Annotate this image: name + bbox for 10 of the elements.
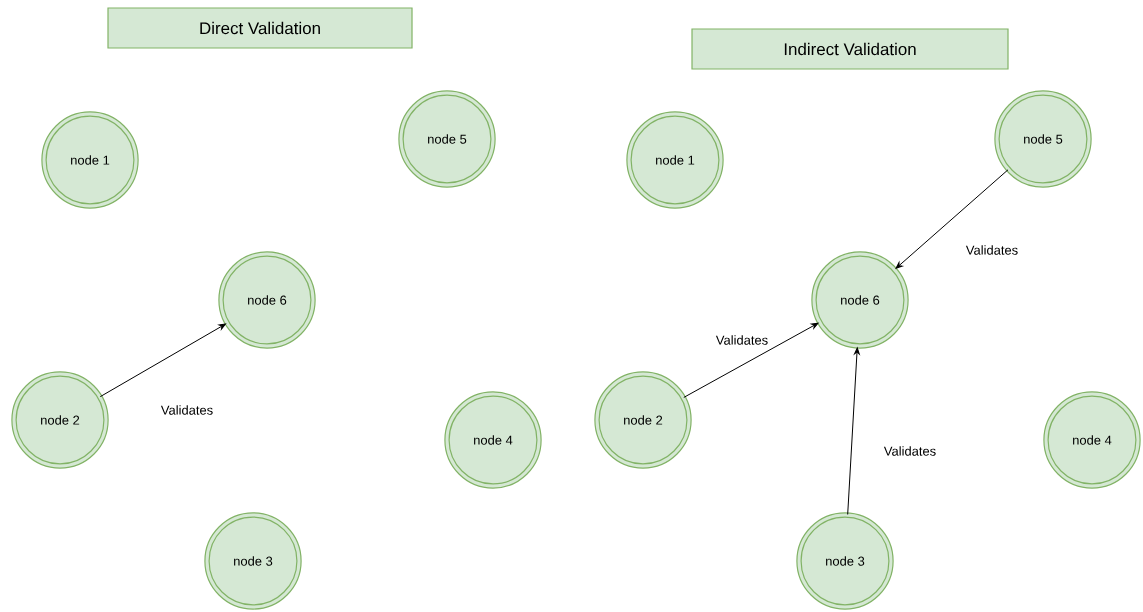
edge-label: Validates	[882, 445, 938, 457]
arrow	[847, 347, 860, 515]
edge-label: Validates	[964, 244, 1020, 256]
arrow	[99, 323, 226, 398]
heading-box: Direct Validation	[107, 7, 413, 49]
edge-label: Validates	[714, 334, 770, 346]
edge-label: Validates	[159, 404, 215, 416]
heading-box: Indirect Validation	[691, 28, 1009, 70]
arrow	[895, 169, 1009, 269]
arrow	[683, 322, 819, 398]
